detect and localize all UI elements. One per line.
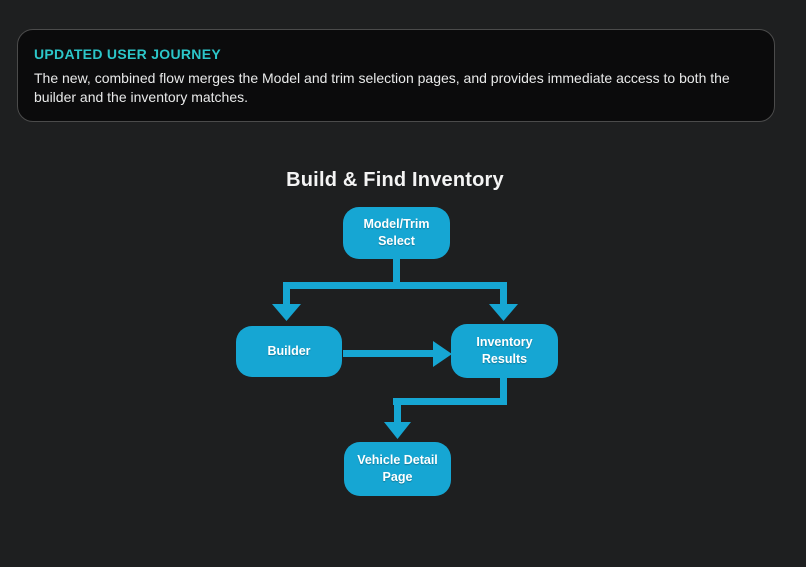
node-label: Inventory Results bbox=[476, 335, 533, 366]
card-body-text: The new, combined flow merges the Model … bbox=[34, 70, 730, 105]
card-title: UPDATED USER JOURNEY bbox=[34, 46, 221, 62]
node-label: Model/Trim Select bbox=[363, 217, 430, 248]
edge-inventory-to-vehicle bbox=[384, 378, 507, 439]
edge-model-to-branches bbox=[272, 258, 518, 321]
node-inventory-results: Inventory Results bbox=[451, 324, 558, 378]
edge-builder-to-inventory bbox=[343, 341, 452, 367]
updated-user-journey-card: UPDATED USER JOURNEY The new, combined f… bbox=[17, 29, 775, 122]
node-vehicle-detail-page: Vehicle Detail Page bbox=[344, 442, 451, 496]
node-label: Vehicle Detail Page bbox=[357, 453, 438, 484]
node-label: Builder bbox=[267, 344, 311, 359]
flow-arrows bbox=[272, 258, 518, 439]
diagram-title: Build & Find Inventory bbox=[286, 169, 504, 191]
node-model-trim-select: Model/Trim Select bbox=[343, 207, 450, 259]
node-builder: Builder bbox=[236, 326, 342, 377]
